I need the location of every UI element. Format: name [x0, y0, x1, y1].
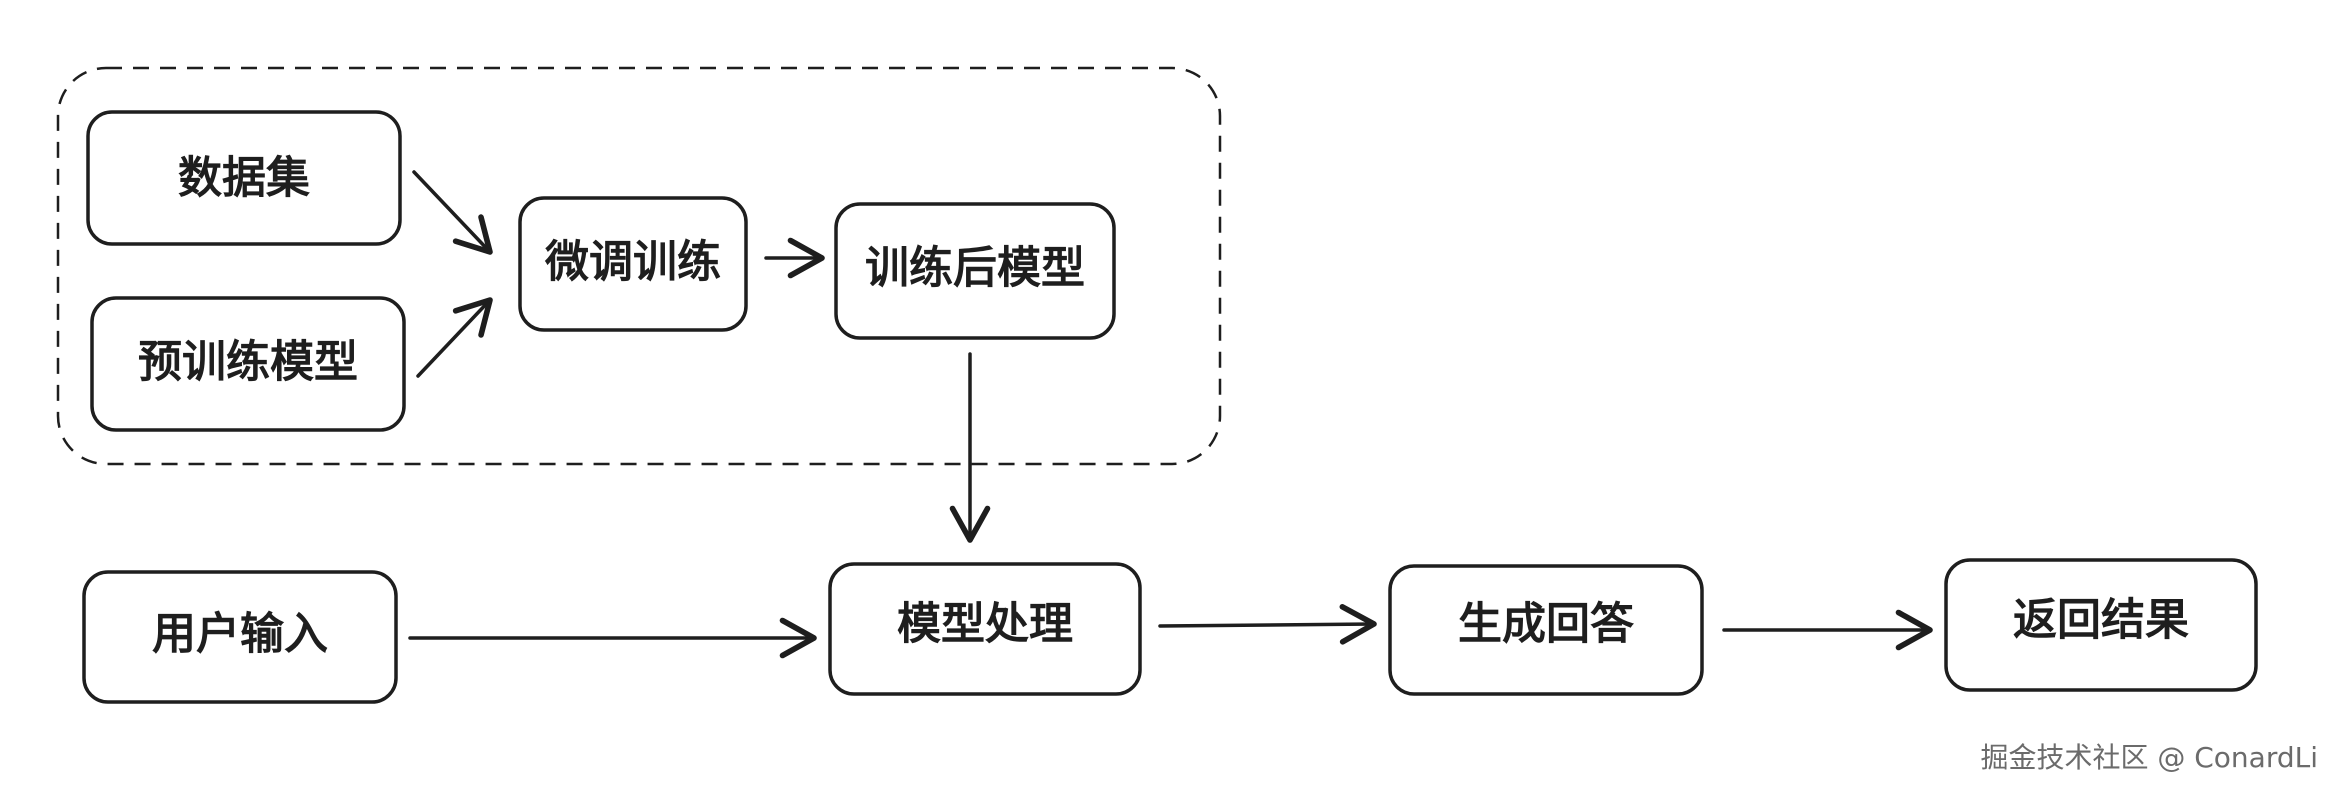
- node-model-processing-label: 模型处理: [897, 599, 1073, 650]
- node-fine-tuning-label: 微调训练: [544, 237, 721, 288]
- watermark: 掘金技术社区 @ ConardLi: [1980, 741, 2318, 774]
- node-return-result: 返回结果: [1944, 558, 2258, 692]
- node-pretrained-model: 预训练模型: [90, 296, 406, 432]
- node-user-input: 用户输入: [82, 570, 398, 704]
- node-user-input-label: 用户输入: [152, 609, 328, 660]
- edge-pretrained-to-fine-tuning: [416, 297, 493, 378]
- node-dataset-label: 数据集: [178, 153, 310, 204]
- node-generate-answer-label: 生成回答: [1458, 599, 1635, 650]
- node-dataset: 数据集: [86, 110, 402, 246]
- node-trained-model: 训练后模型: [834, 202, 1116, 340]
- node-trained-model-label: 训练后模型: [865, 243, 1085, 294]
- node-model-processing: 模型处理: [828, 562, 1142, 696]
- node-fine-tuning: 微调训练: [518, 196, 748, 332]
- edge-model-processing-to-generate-answer: [1158, 603, 1377, 645]
- node-generate-answer: 生成回答: [1388, 564, 1704, 696]
- edge-dataset-to-fine-tuning: [412, 170, 493, 255]
- node-return-result-label: 返回结果: [2013, 595, 2189, 646]
- node-pretrained-model-label: 预训练模型: [138, 337, 358, 388]
